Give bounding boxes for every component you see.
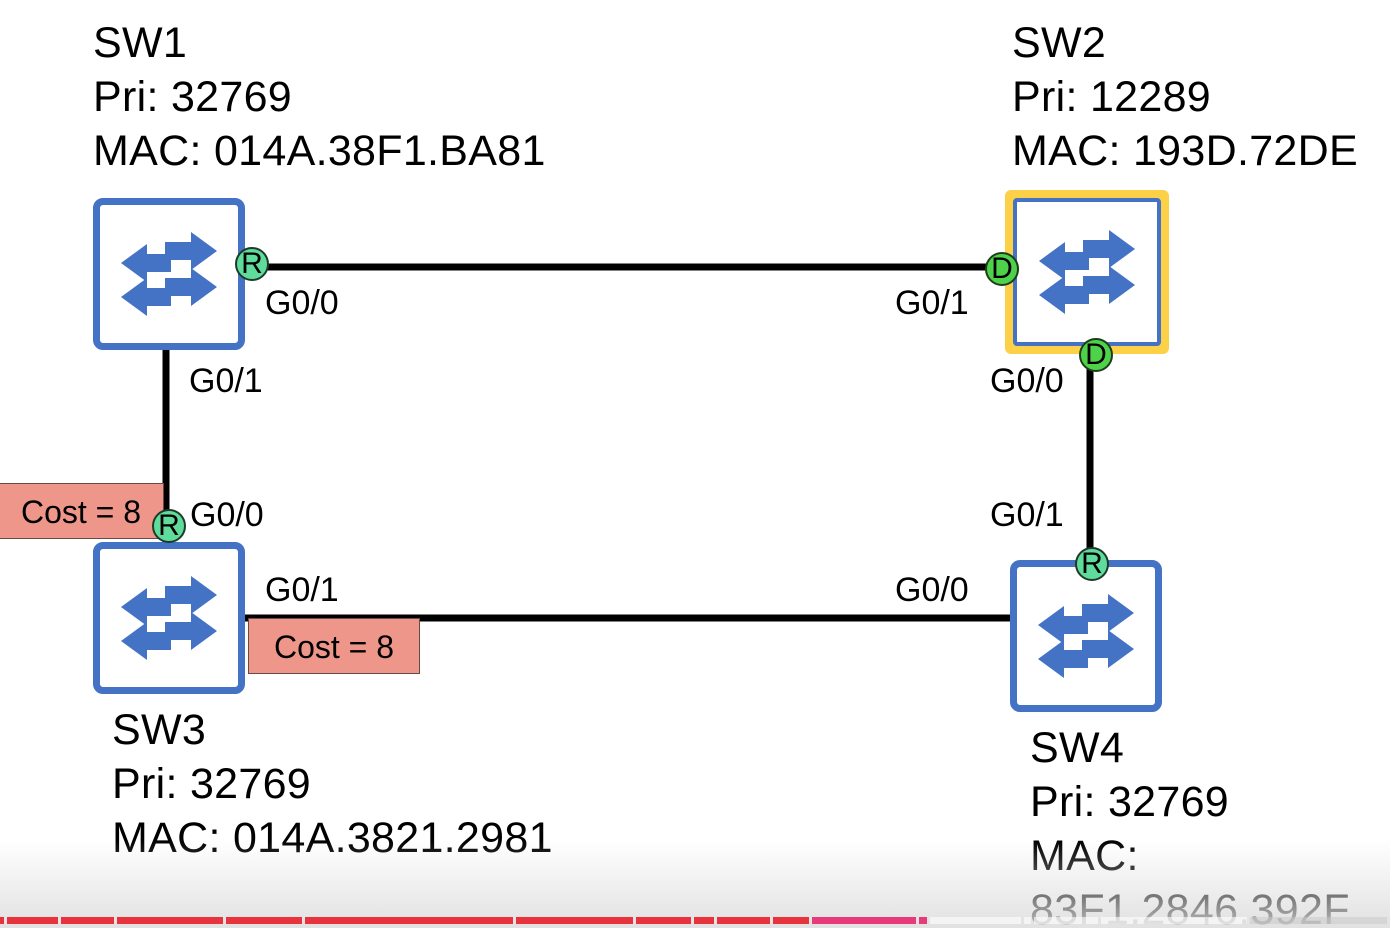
switch-arrows-icon	[1039, 230, 1135, 314]
switch-sw1	[93, 198, 245, 350]
progress-segment[interactable]	[929, 917, 1021, 924]
port-label-sw4-g00: G0/0	[895, 571, 969, 609]
progress-segment[interactable]	[116, 917, 223, 924]
sw2-mac: MAC: 193D.72DE	[1012, 127, 1358, 175]
sw4-mac-value: 83F1.2846.392F	[1030, 886, 1350, 934]
port-label-sw3-g01: G0/1	[265, 571, 339, 609]
sw3-info: SW3 Pri: 32769 MAC: 014A.3821.2981	[112, 703, 553, 865]
port-label-sw1-g00: G0/0	[265, 284, 339, 322]
root-port-marker-sw4-g01: R	[1075, 547, 1109, 581]
sw1-priority: Pri: 32769	[93, 73, 293, 121]
progress-segment[interactable]	[1250, 917, 1387, 924]
sw3-mac: MAC: 014A.3821.2981	[112, 814, 553, 862]
designated-port-marker-sw2-g01: D	[985, 252, 1019, 286]
port-label-sw2-g01: G0/1	[895, 284, 969, 322]
switch-sw2	[1013, 198, 1161, 346]
progress-segment[interactable]	[1023, 917, 1032, 924]
port-label-sw4-g01: G0/1	[990, 496, 1064, 534]
root-port-marker-sw3-g00: R	[152, 509, 186, 543]
sw1-mac: MAC: 014A.38F1.BA81	[93, 127, 546, 175]
sw2-info: SW2 Pri: 12289 MAC: 193D.72DE	[1012, 16, 1358, 178]
switch-sw3	[93, 542, 245, 694]
progress-segment[interactable]	[812, 917, 917, 924]
video-progress-bar[interactable]	[0, 917, 1390, 924]
sw4-name: SW4	[1030, 724, 1125, 772]
sw1-info: SW1 Pri: 32769 MAC: 014A.38F1.BA81	[93, 16, 546, 178]
progress-segment[interactable]	[636, 917, 691, 924]
sw4-mac-label: MAC:	[1030, 832, 1139, 880]
root-port-marker-sw1-g00: R	[235, 247, 269, 281]
progress-segment[interactable]	[1101, 917, 1248, 924]
progress-segment[interactable]	[0, 917, 4, 924]
progress-segment[interactable]	[772, 917, 810, 924]
sw4-priority: Pri: 32769	[1030, 778, 1230, 826]
progress-segment[interactable]	[305, 917, 514, 924]
progress-segment[interactable]	[919, 917, 927, 924]
progress-segment[interactable]	[716, 917, 770, 924]
switch-arrows-icon	[121, 232, 217, 316]
sw3-priority: Pri: 32769	[112, 760, 312, 808]
port-label-sw3-g00: G0/0	[190, 496, 264, 534]
sw2-priority: Pri: 12289	[1012, 73, 1212, 121]
progress-segment[interactable]	[1034, 917, 1099, 924]
cost-label-sw1-sw3: Cost = 8	[0, 483, 164, 539]
port-label-sw2-g00: G0/0	[990, 362, 1064, 400]
switch-sw4	[1010, 560, 1162, 712]
progress-segment[interactable]	[225, 917, 303, 924]
progress-segment[interactable]	[516, 917, 634, 924]
designated-port-marker-sw2-g00: D	[1079, 338, 1113, 372]
progress-segment[interactable]	[60, 917, 114, 924]
progress-segment[interactable]	[693, 917, 714, 924]
sw2-name: SW2	[1012, 19, 1107, 67]
sw1-name: SW1	[93, 19, 188, 67]
switch-arrows-icon	[121, 576, 217, 660]
switch-arrows-icon	[1038, 594, 1134, 678]
sw3-name: SW3	[112, 706, 207, 754]
progress-segment[interactable]	[6, 917, 58, 924]
cost-label-sw3-sw4: Cost = 8	[248, 618, 420, 674]
port-label-sw1-g01: G0/1	[189, 362, 263, 400]
sw4-info: SW4 Pri: 32769 MAC: 83F1.2846.392F	[1030, 721, 1350, 937]
